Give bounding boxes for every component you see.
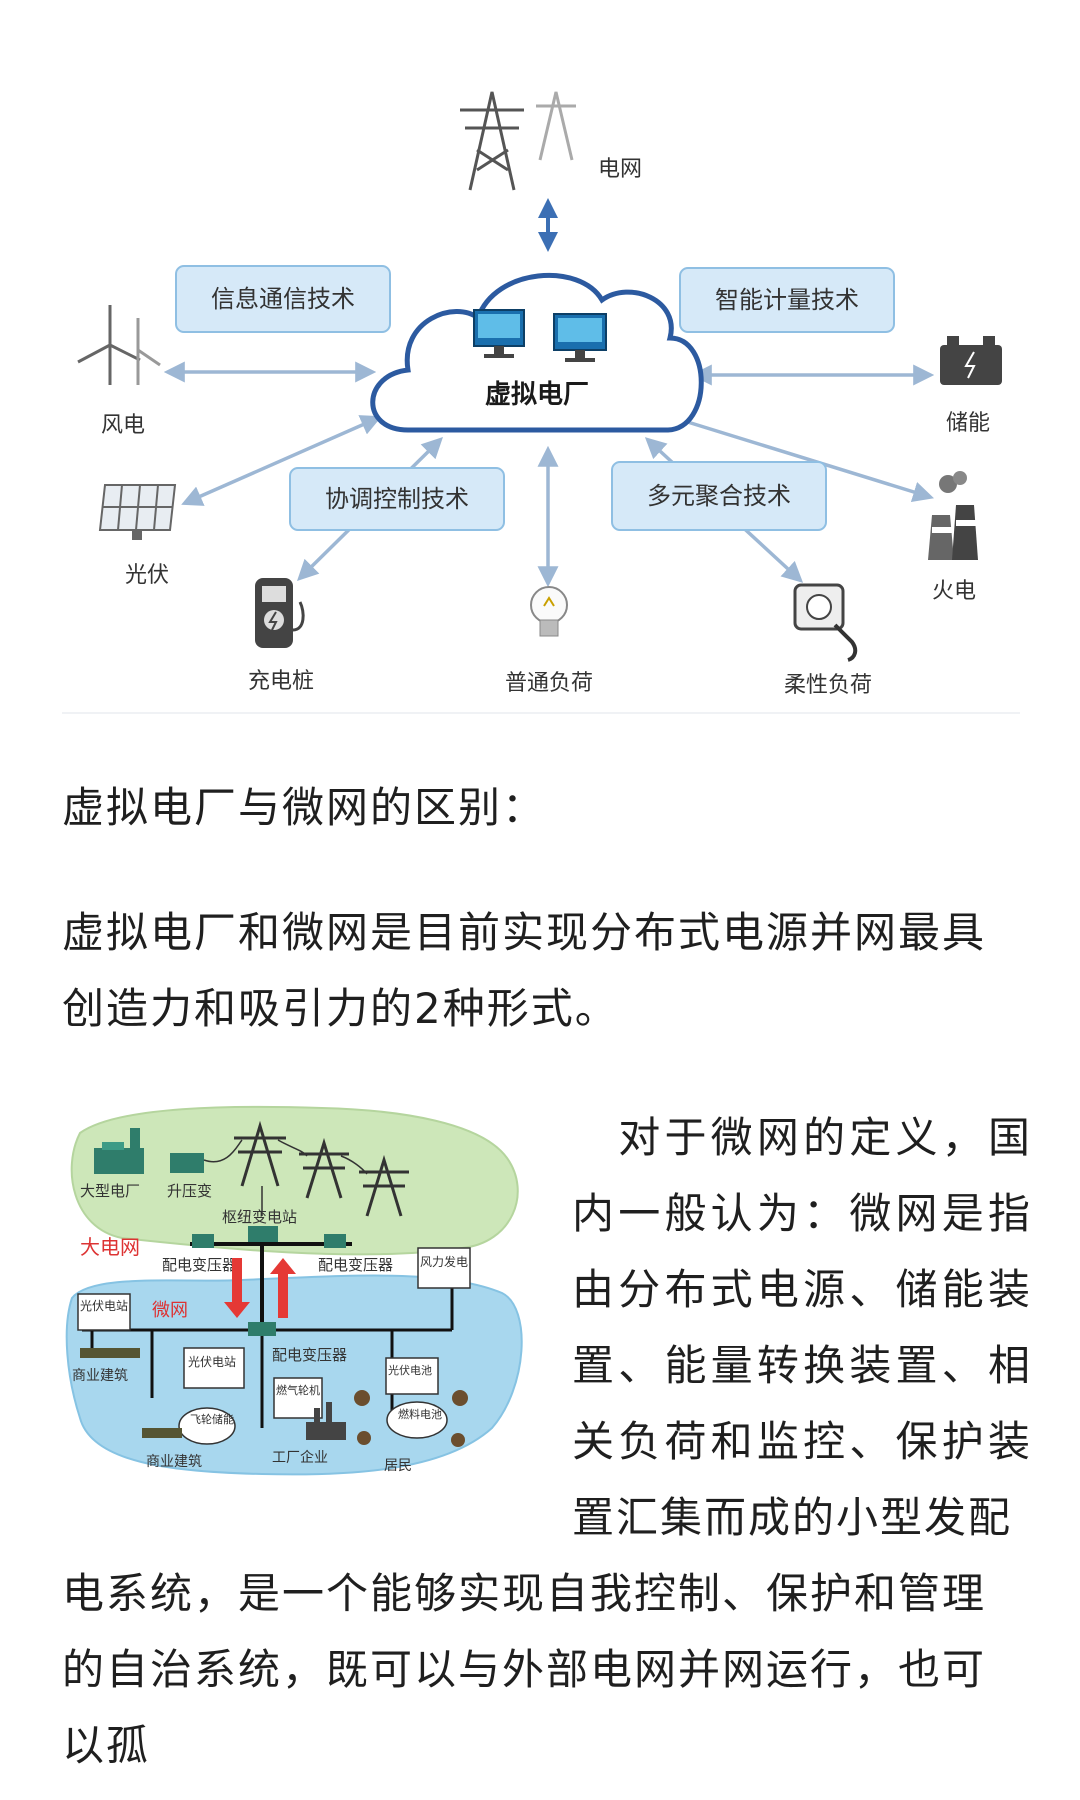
commercial-building-icon [80, 1348, 140, 1358]
microgrid-diagram: 大型电厂 升压变 枢纽变电站 大电网 配电变压器 配电变压器 微网 光伏电站 风… [65, 1105, 523, 1476]
monitor-icon [553, 313, 607, 362]
arrow-solar [181, 415, 382, 506]
mg-fuel-cell-label: 燃料电池 [398, 1407, 442, 1421]
mg-big-grid-label: 大电网 [80, 1235, 140, 1259]
solar-panel-icon [98, 484, 177, 540]
monitor-icon [473, 309, 525, 358]
flexible-load-label: 柔性负荷 [784, 673, 872, 698]
tech-box-aggregation: 多元聚合技术 [611, 461, 827, 531]
wind-turbine-icon [77, 305, 161, 385]
mg-hub-label: 枢纽变电站 [222, 1208, 297, 1226]
tech-box-metering-label: 智能计量技术 [715, 286, 859, 314]
tech-box-coordination-label: 协调控制技术 [325, 485, 469, 513]
big-grid-area [70, 1105, 519, 1256]
socket-plug-icon [793, 583, 858, 662]
transmission-tower-icon [234, 1120, 409, 1217]
mg-large-plant-label: 大型电厂 [80, 1182, 140, 1200]
mg-step-up-label: 升压变 [167, 1182, 212, 1200]
vpp-cloud: 虚拟电厂 [370, 272, 704, 433]
tech-box-metering: 智能计量技术 [679, 267, 895, 333]
solar-label: 光伏 [125, 563, 169, 588]
wind-label: 风电 [101, 413, 145, 438]
pv-station-box [77, 1293, 131, 1331]
mg-pv-station-label-2: 光伏电站 [188, 1355, 236, 1369]
power-plant-icon [94, 1128, 144, 1174]
tech-box-info: 信息通信技术 [175, 265, 391, 333]
hub-substation-icon [248, 1226, 278, 1242]
tech-box-coordination: 协调控制技术 [289, 467, 505, 531]
battery-icon [940, 336, 1002, 385]
light-bulb-icon [530, 586, 568, 637]
transmission-tower-icon [460, 91, 576, 191]
step-up-transformer-icon [170, 1153, 204, 1173]
section-divider [62, 712, 1020, 714]
charging-pile-icon [255, 578, 305, 648]
residential-house-icon [354, 1390, 468, 1447]
mg-pv-station-label-1: 光伏电站 [80, 1299, 128, 1313]
commercial-building-icon [142, 1428, 182, 1438]
charging-label: 充电桩 [248, 669, 314, 694]
mg-microgrid-label: 微网 [152, 1300, 188, 1321]
power-plant-chimney-icon [928, 471, 978, 560]
dist-transformer-icon [324, 1234, 346, 1248]
dist-transformer-icon [192, 1234, 214, 1248]
mg-dist-transformer-label-3: 配电变压器 [272, 1346, 347, 1364]
mg-gas-turbine-label: 燃气轮机 [276, 1383, 320, 1397]
vpp-center-label: 虚拟电厂 [485, 380, 589, 410]
mg-wind-power-label: 风力发电 [420, 1254, 468, 1269]
mg-commercial-label-2: 商业建筑 [146, 1454, 202, 1470]
mg-pv-cell-label: 光伏电池 [388, 1363, 432, 1377]
power-flow-arrows [224, 1258, 296, 1318]
factory-icon [306, 1402, 346, 1440]
mg-factory-label: 工厂企业 [272, 1449, 328, 1466]
thermal-label: 火电 [932, 579, 976, 604]
paragraph-definition-full: 电系统，是一个能够实现自我控制、保护和管理的自治系统，既可以与外部电网并网运行，… [62, 1569, 987, 1770]
paragraph-definition-side: 对于微网的定义，国内一般认为：微网是指由分布式电源、储能装置、能量转换装置、相关… [572, 1113, 1032, 1542]
grid-label: 电网 [598, 157, 642, 182]
general-load-label: 普通负荷 [505, 671, 593, 696]
tech-box-aggregation-label: 多元聚合技术 [647, 482, 791, 510]
mg-residents-label: 居民 [384, 1458, 412, 1474]
tech-box-info-label: 信息通信技术 [211, 285, 355, 313]
paragraph-intro: 虚拟电厂和微网是目前实现分布式电源并网最具创造力和吸引力的2种形式。 [62, 908, 987, 1033]
pv-station-box [183, 1347, 245, 1389]
mg-dist-transformer-label-1: 配电变压器 [162, 1256, 237, 1274]
mg-dist-transformer-label-2: 配电变压器 [318, 1256, 393, 1274]
section-heading: 虚拟电厂与微网的区别： [62, 783, 547, 832]
dist-transformer-icon [248, 1322, 276, 1336]
storage-label: 储能 [946, 411, 990, 436]
fuel-cell-ellipse [386, 1401, 448, 1439]
mg-commercial-label-1: 商业建筑 [72, 1368, 128, 1384]
flywheel-storage-ellipse [178, 1407, 236, 1445]
wind-power-box [417, 1247, 471, 1289]
power-lines [203, 1139, 368, 1216]
mg-flywheel-label: 飞轮储能 [190, 1412, 234, 1426]
pv-cell-box [385, 1357, 439, 1395]
vpp-diagram: 信息通信技术 智能计量技术 协调控制技术 多元聚合技术 虚拟电厂 [77, 91, 1002, 698]
